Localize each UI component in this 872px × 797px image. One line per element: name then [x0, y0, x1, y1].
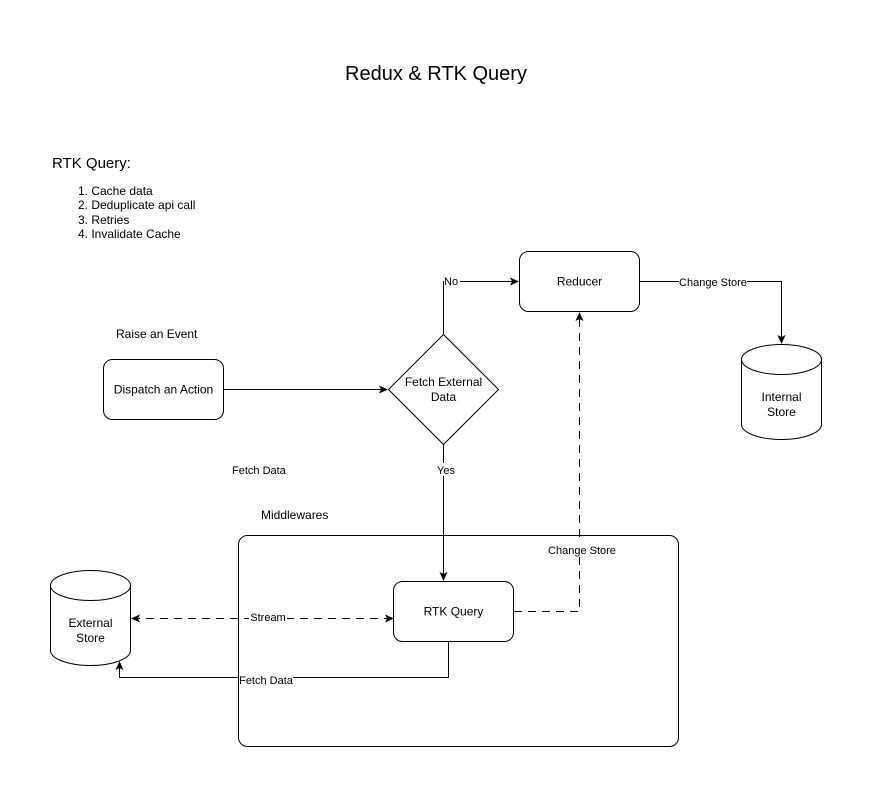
node-label: Dispatch an Action [114, 383, 213, 397]
middlewares-label: Middlewares [261, 508, 328, 522]
node-label: Store [767, 405, 796, 419]
raise-event-label: Raise an Event [116, 327, 198, 341]
notes-item: 2. Deduplicate api call [78, 198, 195, 212]
edge-decision-to-reducer [443, 277, 519, 334]
node-external-store[interactable]: External Store [50, 570, 131, 666]
node-label: RTK Query [424, 605, 484, 619]
node-label: External [68, 616, 112, 630]
edge-label-no: No [444, 276, 458, 288]
edge-label-fetch-data: Fetch Data [239, 675, 294, 687]
node-label: Data [431, 390, 457, 404]
node-reducer[interactable]: Reducer [519, 251, 640, 312]
notes-item: 1. Cache data [78, 184, 153, 198]
notes-heading: RTK Query: [52, 155, 131, 172]
node-label: Internal [761, 390, 801, 404]
node-fetch-external-data-decision[interactable]: Fetch External Data [387, 333, 500, 446]
fetch-data-label: Fetch Data [232, 465, 287, 477]
node-label: Reducer [557, 275, 602, 289]
notes-item: 3. Retries [78, 213, 129, 227]
diagram-title: Redux & RTK Query [345, 63, 527, 85]
edge-label-change-store-dashed: Change Store [548, 545, 616, 557]
edge-label-change-store: Change Store [679, 277, 747, 289]
edge-label-yes: Yes [437, 465, 455, 477]
edge-reducer-to-internal-store [639, 281, 786, 344]
edge-label-stream: Stream [250, 612, 285, 624]
node-internal-store[interactable]: Internal Store [741, 344, 822, 440]
node-rtk-query[interactable]: RTK Query [393, 581, 514, 642]
node-label: Fetch External [405, 375, 482, 389]
node-dispatch-action[interactable]: Dispatch an Action [103, 359, 224, 420]
notes-item: 4. Invalidate Cache [78, 227, 181, 241]
edge-rtk-query-to-reducer [514, 312, 584, 612]
node-label: Store [76, 631, 105, 645]
